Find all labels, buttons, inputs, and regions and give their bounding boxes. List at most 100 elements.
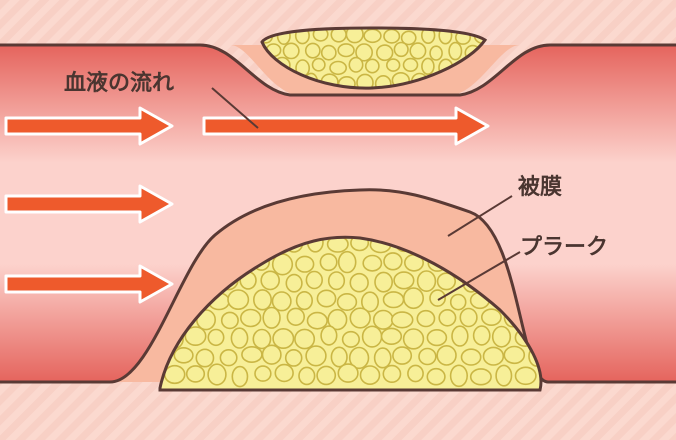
flow-arrow-1	[4, 106, 174, 146]
plaque-cell	[362, 254, 383, 272]
plaque-cell	[272, 327, 295, 349]
blood-flow-arrows	[4, 106, 490, 304]
plaque-cell	[252, 328, 272, 350]
upper-plaque-outline	[260, 26, 488, 90]
plaque-cell	[426, 367, 446, 386]
plaque-cell	[316, 289, 337, 308]
plaque-cell	[480, 308, 502, 327]
plaque-cell	[402, 328, 425, 350]
plaque-cell	[409, 42, 427, 60]
plaque-cell	[348, 56, 364, 73]
plaque-cell	[390, 311, 414, 329]
plaque-cell	[341, 330, 361, 348]
plaque-cell	[295, 291, 314, 311]
plaque-cell	[348, 346, 370, 370]
plaque-cell	[336, 292, 358, 311]
plaque-cell	[363, 28, 382, 44]
plaque-cell	[376, 44, 394, 62]
plaque-cell	[448, 41, 463, 61]
plaque-cell	[330, 346, 348, 368]
plaque-cell	[320, 44, 337, 61]
plaque-cell	[274, 363, 294, 383]
plaque-cell	[382, 364, 402, 384]
plaque-cell	[472, 325, 491, 346]
plaque-cell	[271, 291, 292, 312]
plaque-cell	[254, 365, 272, 382]
plaque-cell	[195, 348, 215, 368]
label-membrane: 被膜	[518, 175, 562, 200]
plaque-cell	[207, 363, 227, 386]
plaque-cell	[482, 346, 505, 366]
plaque-cell	[227, 289, 250, 311]
plaque-cell	[386, 58, 401, 72]
plaque-cell	[364, 58, 380, 74]
plaque-cell	[253, 289, 273, 311]
plaque-cell	[418, 347, 437, 366]
plaque-cell	[305, 270, 323, 290]
plaque-cell	[514, 366, 537, 386]
plaque-cell	[207, 328, 225, 347]
plaque-cell	[392, 346, 413, 365]
plaque-cell	[374, 271, 394, 293]
plaque-cell	[305, 345, 327, 367]
plaque-cell	[359, 365, 381, 386]
plaque-cell	[402, 57, 419, 73]
lower-wall-outline	[0, 188, 676, 384]
plaque-cell	[304, 42, 321, 59]
plaque-cell	[495, 364, 513, 387]
plaque-cell	[449, 293, 467, 311]
plaque-cell	[416, 309, 436, 328]
plaque-cell	[285, 273, 303, 293]
plaque-cell	[311, 57, 326, 72]
leader-membrane	[447, 195, 513, 237]
plaque-cell	[460, 348, 482, 366]
plaque-cell	[438, 308, 457, 327]
plaque-cell	[327, 271, 346, 291]
flow-arrow-3	[4, 184, 174, 224]
plaque-cell	[349, 307, 371, 329]
leader-plaque	[437, 251, 521, 301]
label-blood-flow: 血液の流れ	[64, 70, 174, 96]
plaque-cell	[337, 250, 357, 274]
plaque-cell	[184, 326, 207, 347]
plaque-cell	[360, 291, 379, 313]
plaque-cell	[469, 368, 492, 386]
plaque-cell	[361, 325, 383, 348]
plaque-cell	[349, 272, 369, 293]
flow-arrow-2	[202, 106, 490, 146]
plaque-cell	[312, 28, 329, 42]
plaque-cell	[393, 41, 409, 58]
plaque-cell	[262, 306, 281, 329]
flow-arrow-4	[4, 264, 174, 304]
plaque-cell	[185, 365, 206, 383]
plaque-cell	[407, 364, 424, 383]
plaque-cell	[241, 345, 263, 363]
lower-plaque-outline	[158, 235, 543, 392]
plaque-cell	[459, 307, 478, 328]
plaque-cell	[416, 270, 437, 293]
plaque-cell	[240, 308, 262, 328]
plaque-cell	[173, 346, 194, 364]
plaque-cell	[429, 289, 446, 307]
plaque-cell	[316, 365, 337, 386]
plaque-cell	[329, 60, 348, 76]
plaque-cell	[286, 307, 305, 326]
plaque-cell	[380, 327, 403, 345]
plaque-cell	[449, 364, 469, 388]
plaque-cell	[260, 270, 281, 291]
plaque-cell	[231, 365, 249, 388]
plaque-cell	[421, 28, 436, 44]
plaque-cell	[429, 45, 443, 61]
plaque-cell	[319, 253, 338, 272]
plaque-cell	[383, 28, 401, 44]
plaque-cell	[383, 252, 403, 271]
plaque-cell	[306, 311, 328, 330]
plaque-cell	[436, 344, 457, 366]
plaque-cell	[400, 30, 417, 46]
plaque-cell	[219, 349, 238, 367]
leader-blood-flow	[211, 87, 259, 129]
plaque-cell	[337, 43, 355, 58]
plaque-cell	[382, 291, 405, 309]
